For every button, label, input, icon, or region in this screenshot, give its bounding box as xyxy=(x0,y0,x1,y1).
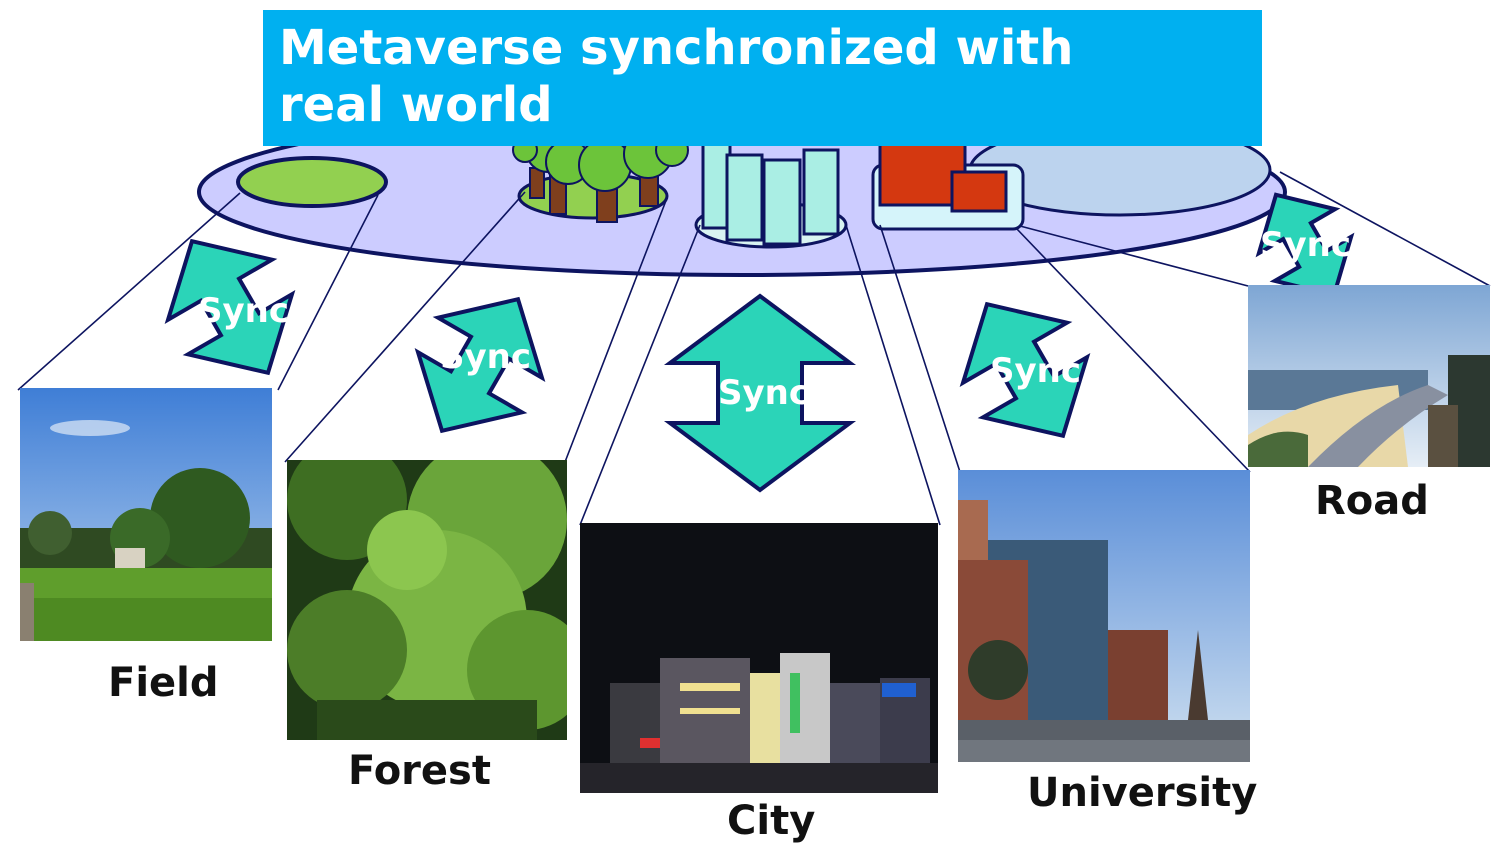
label-city: City xyxy=(727,798,816,844)
sync-label-city: Sync xyxy=(718,373,809,413)
sync-label-forest: Sync xyxy=(440,337,531,377)
sync-arrow-university xyxy=(959,301,1091,439)
sync-arrow-forest xyxy=(414,296,546,434)
city-model xyxy=(694,138,848,249)
city-photo xyxy=(580,523,938,793)
title-banner: Metaverse synchronized with real world xyxy=(263,10,1262,146)
sync-label-university: Sync xyxy=(990,351,1081,391)
university-photo xyxy=(958,470,1250,762)
forest-photo xyxy=(287,460,567,740)
sync-arrow-city xyxy=(663,293,857,493)
field-photo xyxy=(20,388,272,641)
label-forest: Forest xyxy=(348,748,491,794)
sync-label-field: Sync xyxy=(198,291,289,331)
label-road: Road xyxy=(1315,478,1429,524)
sync-arrow-field xyxy=(164,238,296,376)
page-title: Metaverse synchronized with real world xyxy=(279,20,1074,133)
university-model xyxy=(871,138,1025,231)
label-university: University xyxy=(1027,770,1258,816)
sync-label-road: Sync xyxy=(1260,225,1351,265)
label-field: Field xyxy=(108,660,219,706)
connector-lines xyxy=(17,171,1491,526)
field-model xyxy=(236,156,388,208)
road-photo xyxy=(1248,285,1490,467)
